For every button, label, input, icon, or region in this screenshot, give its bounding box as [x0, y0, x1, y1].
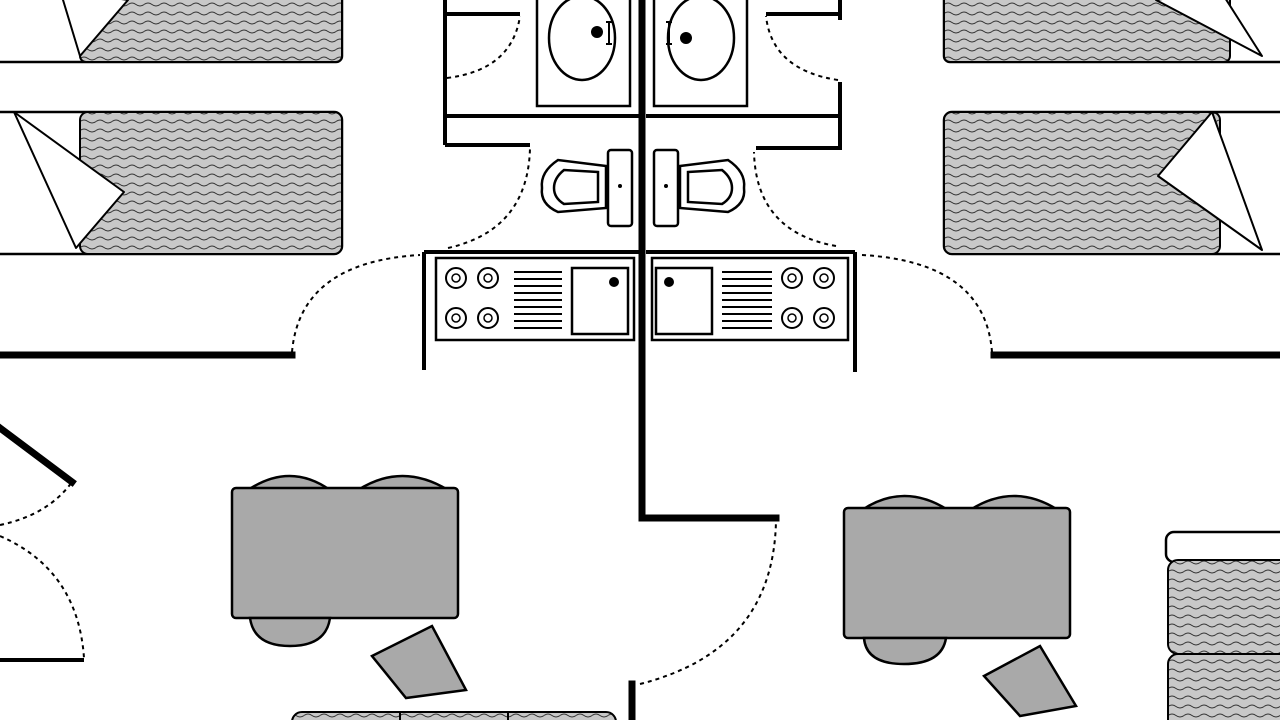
sink-right — [652, 0, 749, 108]
kitchen-sink — [570, 266, 630, 336]
bed-mid-left — [0, 110, 344, 256]
bed-sheet-fold — [13, 111, 125, 249]
dining-table — [842, 506, 1072, 640]
kitchen-sink — [654, 266, 714, 336]
dining-set-left — [230, 474, 468, 700]
sofa-cushion — [291, 711, 617, 720]
right-bedroom-door-swing — [861, 254, 993, 353]
bed-sheet-fold — [1155, 0, 1263, 57]
drain-icon — [680, 32, 692, 44]
center-door-swing — [639, 519, 777, 685]
bed-top-left — [0, 0, 344, 64]
dining-table — [230, 486, 460, 620]
sofa-right — [1164, 530, 1280, 720]
bed-top-right — [942, 0, 1280, 64]
chair — [248, 616, 332, 648]
left-bath-upper-door-swing — [446, 15, 521, 79]
chair — [862, 636, 948, 666]
drainboard-icon — [514, 271, 562, 329]
bed-mid-right — [942, 110, 1280, 256]
kitchen-right — [646, 250, 855, 342]
bed-sheet-fold — [61, 0, 129, 57]
left-angled-wall — [0, 423, 77, 487]
drain-icon — [591, 26, 603, 38]
left-bath-door-swing — [447, 147, 531, 249]
toilet-left — [540, 148, 634, 228]
left-angled-door-swing — [0, 481, 73, 526]
drainboard-icon — [722, 271, 772, 329]
right-bath-upper-door-swing — [765, 15, 839, 81]
left-lower-door-swing — [0, 535, 85, 659]
toilet-right — [652, 148, 746, 228]
drain-icon — [609, 277, 619, 287]
stove-burners-icon — [781, 267, 835, 329]
sofa-bottom — [291, 711, 617, 720]
sink-left — [535, 0, 632, 108]
stove-burners-icon — [445, 267, 499, 329]
chair — [370, 624, 468, 700]
chair — [982, 644, 1079, 718]
kitchen-left — [424, 250, 640, 342]
sofa-cushion — [1167, 653, 1280, 720]
sofa-cushion — [1167, 559, 1280, 655]
dining-set-right — [842, 494, 1079, 718]
bed-sheet-fold — [1157, 111, 1263, 251]
door-swings — [0, 15, 993, 685]
right-bath-door-swing — [753, 151, 837, 247]
bed-cover — [79, 111, 343, 255]
drain-icon — [664, 277, 674, 287]
left-bedroom-door-swing — [291, 254, 421, 353]
sofa-back — [1164, 530, 1280, 564]
